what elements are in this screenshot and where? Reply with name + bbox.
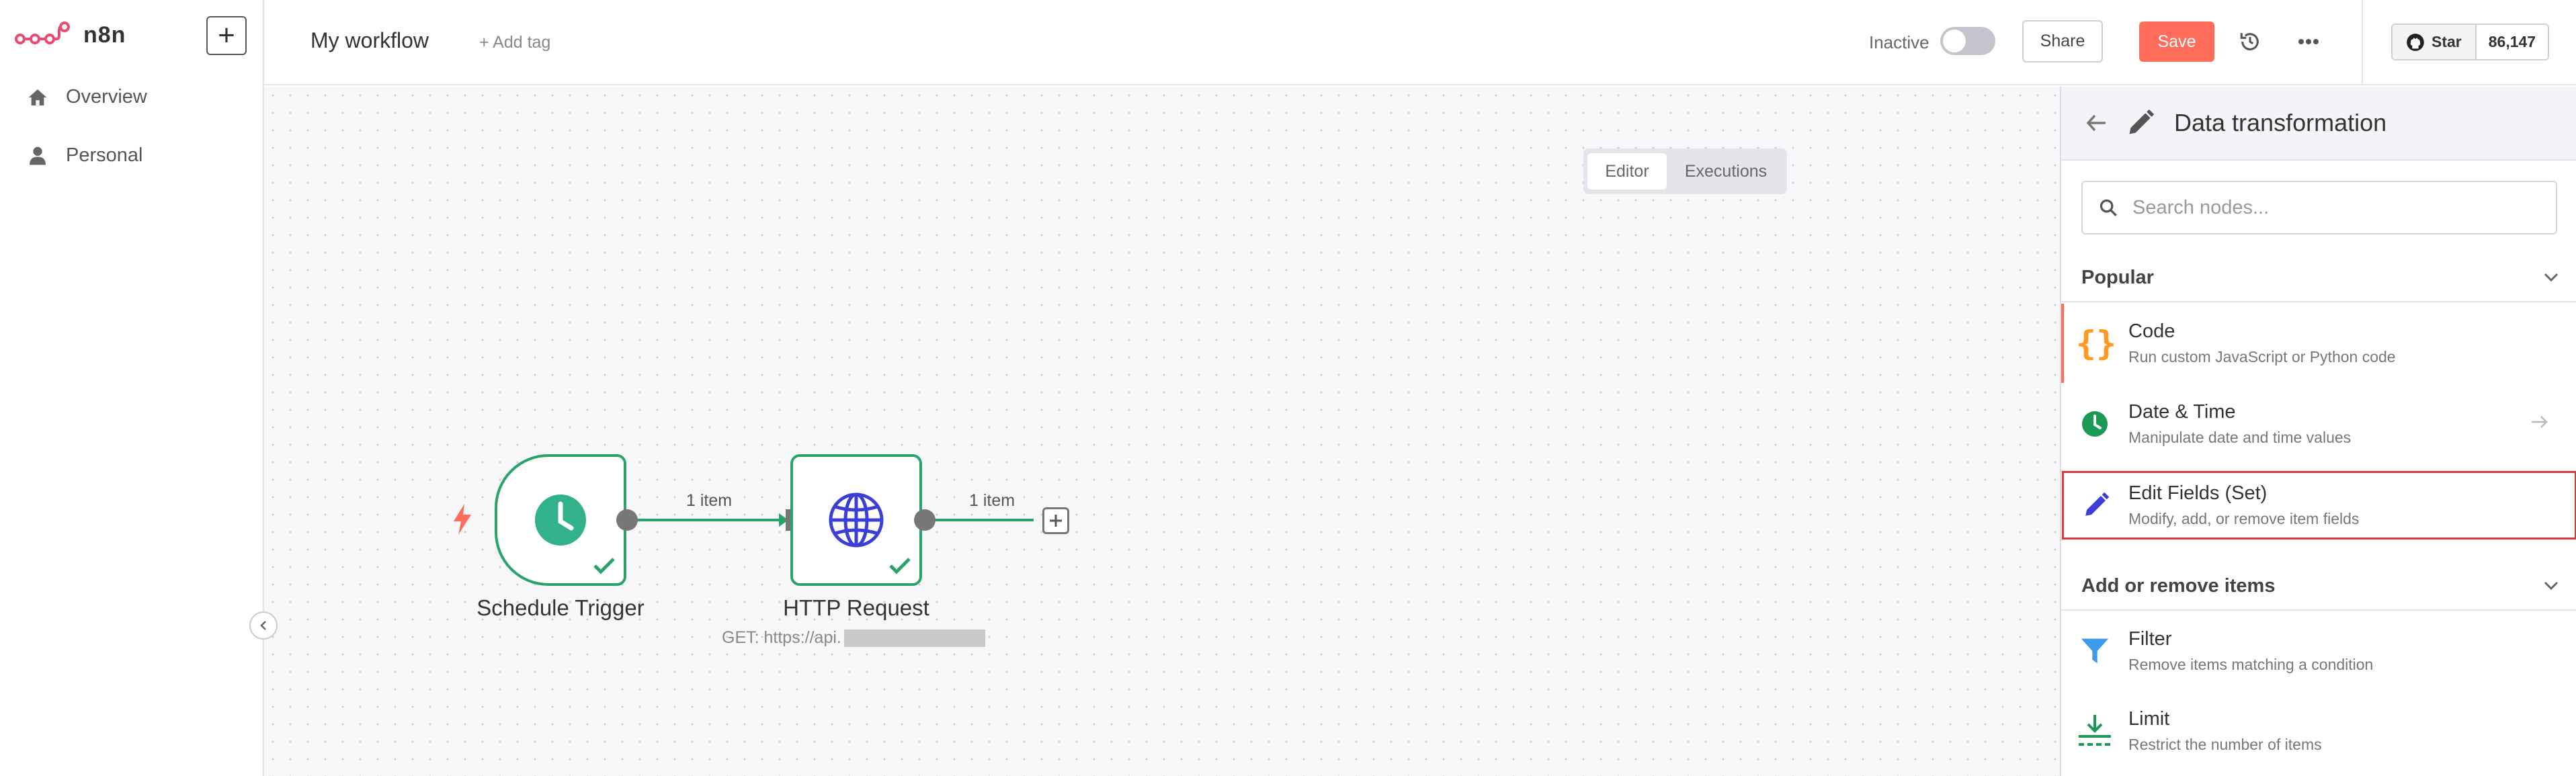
header-divider [2362, 0, 2363, 85]
sidebar-item-personal[interactable]: Personal [27, 144, 142, 167]
chevron-down-icon [2544, 273, 2559, 282]
sidebar-item-overview[interactable]: Overview [27, 86, 147, 108]
section-label: Add or remove items [2081, 574, 2276, 597]
github-star-count[interactable]: 86,147 [2476, 25, 2548, 59]
chevron-left-icon [260, 621, 266, 630]
connections-layer [627, 513, 1034, 527]
chevron-down-icon [2544, 581, 2559, 591]
node-item-name: Edit Fields (Set) [2128, 482, 2268, 504]
add-tag-link[interactable]: + Add tag [479, 33, 551, 52]
node-item-desc: Run custom JavaScript or Python code [2128, 348, 2396, 365]
success-check-icon [889, 558, 911, 574]
node-item-code[interactable]: {} Code Run custom JavaScript or Python … [2061, 304, 2576, 383]
workflow-canvas[interactable]: Editor Executions Schedule Trigger 1 ite… [264, 87, 2060, 776]
workflow-name[interactable]: My workflow [310, 28, 429, 52]
logo-text: n8n [83, 21, 126, 48]
clock-icon [2082, 411, 2108, 437]
node-item-name: Limit [2128, 708, 2170, 730]
node-creator-panel: Data transformation Popular {} Code Run … [2060, 87, 2576, 776]
node-schedule-trigger[interactable] [495, 454, 626, 586]
node-item-name: Filter [2128, 628, 2172, 650]
trigger-bolt-icon [454, 504, 471, 535]
connection-arrowhead [779, 513, 788, 527]
collapse-sidebar-button[interactable] [249, 611, 278, 640]
history-icon [2240, 33, 2259, 50]
code-braces-icon: {} [2075, 324, 2117, 363]
section-header-popular[interactable]: Popular [2061, 254, 2576, 302]
search-field[interactable] [2081, 181, 2557, 234]
sidebar-item-label: Overview [66, 86, 147, 107]
pencil-icon [2129, 109, 2155, 134]
share-button[interactable]: Share [2022, 20, 2103, 62]
back-arrow-icon[interactable] [2085, 113, 2107, 133]
user-icon [30, 146, 46, 165]
node-item-name: Date & Time [2128, 401, 2236, 423]
clock-icon [535, 494, 586, 546]
limit-icon [2079, 715, 2111, 746]
node-item-date-time[interactable]: Date & Time Manipulate date and time val… [2061, 384, 2576, 464]
search-input[interactable] [2132, 196, 2536, 219]
n8n-logo[interactable]: n8n [15, 20, 126, 50]
node-label-schedule-trigger: Schedule Trigger [476, 595, 645, 620]
redacted-url [843, 630, 985, 648]
http-url-text: GET: https://api. [722, 628, 841, 647]
github-icon [2407, 33, 2424, 51]
globe-icon [829, 492, 884, 548]
history-button[interactable] [2235, 27, 2265, 56]
more-horizontal-icon [2298, 39, 2319, 44]
toggle-knob [1943, 30, 1966, 52]
plus-icon [1050, 515, 1062, 527]
node-item-desc: Restrict the number of items [2128, 736, 2322, 753]
add-node-button[interactable] [1042, 507, 1069, 534]
node-subtitle-http-request: GET: https://api. [722, 628, 985, 648]
node-item-limit[interactable]: Limit Restrict the number of items [2061, 691, 2576, 771]
search-icon [2100, 199, 2117, 216]
node-item-desc: Modify, add, or remove item fields [2128, 510, 2360, 527]
tab-editor[interactable]: Editor [1587, 153, 1667, 189]
active-toggle[interactable] [1940, 27, 1995, 55]
panel-header: Data transformation [2061, 87, 2576, 161]
edge-label: 1 item [686, 491, 733, 510]
node-item-desc: Manipulate date and time values [2128, 429, 2352, 446]
output-handle[interactable] [616, 509, 638, 531]
output-handle[interactable] [914, 509, 936, 531]
active-label: Inactive [1869, 32, 1929, 52]
panel-title: Data transformation [2174, 109, 2387, 136]
n8n-logo-icon [15, 21, 70, 44]
tab-executions[interactable]: Executions [1684, 161, 1768, 181]
github-star-label: Star [2432, 33, 2462, 50]
arrow-right-icon [2532, 416, 2548, 428]
pencil-icon [2085, 492, 2110, 516]
section-label: Popular [2081, 266, 2154, 288]
home-icon [28, 89, 47, 105]
node-http-request[interactable] [790, 454, 922, 586]
node-item-name: Code [2128, 320, 2175, 342]
input-handle[interactable] [786, 509, 792, 531]
section-header-add-remove[interactable]: Add or remove items [2061, 562, 2576, 611]
github-star-widget[interactable]: Star 86,147 [2391, 24, 2550, 60]
more-options-button[interactable] [2294, 27, 2323, 56]
edge-label: 1 item [969, 491, 1015, 510]
node-item-filter[interactable]: Filter Remove items matching a condition [2061, 611, 2576, 691]
save-button[interactable]: Save [2139, 21, 2214, 62]
node-label-http-request: HTTP Request [783, 595, 929, 620]
filter-icon [2081, 638, 2109, 664]
sidebar: n8n + Overview Personal [0, 0, 264, 776]
sidebar-item-label: Personal [66, 144, 143, 166]
github-star-button[interactable]: Star [2393, 25, 2477, 59]
view-switch: Editor Executions [1583, 148, 1787, 194]
node-item-edit-fields[interactable]: Edit Fields (Set) Modify, add, or remove… [2062, 471, 2576, 540]
success-check-icon [593, 558, 615, 574]
new-button[interactable]: + [206, 16, 247, 55]
header: My workflow + Add tag Inactive Share Sav… [264, 0, 2576, 85]
node-item-desc: Remove items matching a condition [2128, 656, 2374, 673]
